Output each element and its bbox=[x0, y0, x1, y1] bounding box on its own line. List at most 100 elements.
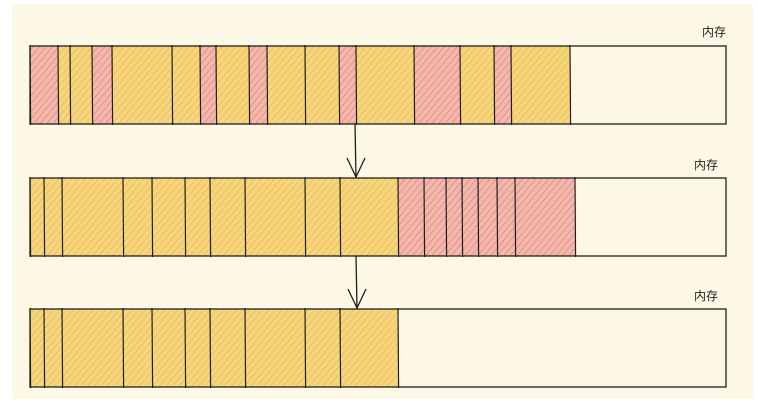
block-divider bbox=[171, 44, 174, 126]
memory-block-freed-hatch bbox=[414, 46, 460, 124]
block-divider bbox=[304, 176, 307, 258]
memory-block-used-hatch bbox=[305, 309, 340, 387]
block-divider bbox=[510, 44, 513, 126]
memory-block-used-hatch bbox=[267, 46, 305, 124]
block-divider bbox=[57, 44, 60, 126]
block-divider bbox=[413, 44, 416, 126]
memory-block-used-hatch bbox=[340, 309, 398, 387]
memory-block-freed-hatch bbox=[446, 178, 462, 256]
block-divider bbox=[122, 176, 125, 258]
arrow-1-head bbox=[346, 157, 366, 179]
memory-bar-after-release: 内存 bbox=[29, 289, 727, 389]
memory-block-used-hatch bbox=[62, 178, 123, 256]
block-divider bbox=[111, 44, 114, 126]
memory-block-used-hatch bbox=[172, 46, 200, 124]
block-divider bbox=[215, 44, 218, 126]
block-divider bbox=[43, 176, 46, 258]
memory-block-freed-hatch bbox=[497, 178, 515, 256]
block-divider bbox=[61, 307, 64, 389]
memory-block-used-hatch bbox=[70, 46, 92, 124]
block-divider bbox=[569, 44, 572, 126]
memory-block-used-hatch bbox=[112, 46, 172, 124]
memory-outline-after-release bbox=[29, 308, 727, 388]
memory-block-freed-hatch bbox=[478, 178, 497, 256]
memory-block-used-hatch bbox=[245, 178, 305, 256]
memory-bar-before: 内存 bbox=[29, 25, 727, 126]
block-divider bbox=[445, 176, 448, 258]
memory-block-freed-hatch bbox=[515, 178, 575, 256]
memory-block-used-hatch bbox=[356, 46, 414, 124]
block-divider bbox=[496, 176, 499, 258]
memory-block-used-hatch bbox=[62, 309, 123, 387]
memory-block-used-hatch bbox=[460, 46, 494, 124]
block-divider bbox=[244, 176, 247, 258]
memory-block-used-hatch bbox=[511, 46, 570, 124]
memory-block-used-hatch bbox=[44, 309, 62, 387]
block-divider bbox=[493, 44, 496, 126]
block-divider bbox=[151, 307, 154, 389]
memory-block-used-hatch bbox=[216, 46, 249, 124]
block-divider bbox=[248, 44, 251, 126]
memory-block-used-hatch bbox=[123, 178, 152, 256]
memory-block-used-hatch bbox=[185, 309, 210, 387]
memory-bar-after-compaction: 内存 bbox=[29, 158, 727, 258]
block-divider bbox=[43, 307, 46, 389]
memory-block-freed-hatch bbox=[200, 46, 216, 124]
memory-label-after-compaction: 内存 bbox=[694, 158, 718, 172]
arrow-2-head bbox=[347, 288, 367, 310]
memory-block-used-hatch bbox=[245, 309, 305, 387]
block-divider bbox=[209, 307, 212, 389]
memory-block-freed-hatch bbox=[30, 46, 58, 124]
block-divider bbox=[423, 176, 426, 258]
memory-block-freed-hatch bbox=[92, 46, 112, 124]
block-divider bbox=[91, 44, 94, 126]
block-divider bbox=[244, 307, 247, 389]
block-group-after-release bbox=[29, 307, 400, 389]
arrow-2 bbox=[347, 255, 367, 310]
memory-block-used-hatch bbox=[305, 46, 339, 124]
memory-label-before: 内存 bbox=[702, 25, 726, 39]
memory-block-used-hatch bbox=[152, 178, 185, 256]
block-divider bbox=[184, 307, 187, 389]
block-group-before bbox=[29, 44, 572, 126]
block-divider bbox=[69, 44, 72, 126]
block-divider bbox=[461, 176, 464, 258]
memory-block-used-hatch bbox=[44, 178, 62, 256]
memory-block-freed-hatch bbox=[249, 46, 267, 124]
block-divider bbox=[304, 307, 307, 389]
memory-block-used-hatch bbox=[210, 178, 245, 256]
memory-label-after-release: 内存 bbox=[694, 289, 718, 303]
memory-block-used-hatch bbox=[58, 46, 70, 124]
block-divider bbox=[266, 44, 269, 126]
block-divider bbox=[574, 176, 577, 258]
block-divider bbox=[459, 44, 462, 126]
memory-block-used-hatch bbox=[340, 178, 398, 256]
memory-block-used-hatch bbox=[30, 309, 44, 387]
memory-block-freed-hatch bbox=[462, 178, 478, 256]
block-group-after-compaction bbox=[29, 176, 577, 258]
block-divider bbox=[122, 307, 125, 389]
block-divider bbox=[339, 176, 342, 258]
memory-outline-after-compaction bbox=[29, 177, 727, 257]
memory-outline-before bbox=[29, 45, 727, 125]
memory-block-used-hatch bbox=[305, 178, 340, 256]
memory-block-used-hatch bbox=[185, 178, 210, 256]
block-divider bbox=[184, 176, 187, 258]
arrow-1-shaft bbox=[354, 123, 357, 179]
memory-block-freed-hatch bbox=[339, 46, 356, 124]
block-divider bbox=[199, 44, 202, 126]
arrow-2-shaft bbox=[355, 255, 358, 310]
block-divider bbox=[477, 176, 480, 258]
memory-block-used-hatch bbox=[123, 309, 152, 387]
block-divider bbox=[304, 44, 307, 126]
memory-block-freed-hatch bbox=[398, 178, 424, 256]
memory-block-freed-hatch bbox=[494, 46, 511, 124]
block-divider bbox=[209, 176, 212, 258]
block-divider bbox=[338, 44, 341, 126]
arrow-1 bbox=[346, 123, 366, 179]
block-divider bbox=[61, 176, 64, 258]
memory-block-used-hatch bbox=[30, 178, 44, 256]
block-divider bbox=[514, 176, 517, 258]
memory-block-freed-hatch bbox=[424, 178, 446, 256]
